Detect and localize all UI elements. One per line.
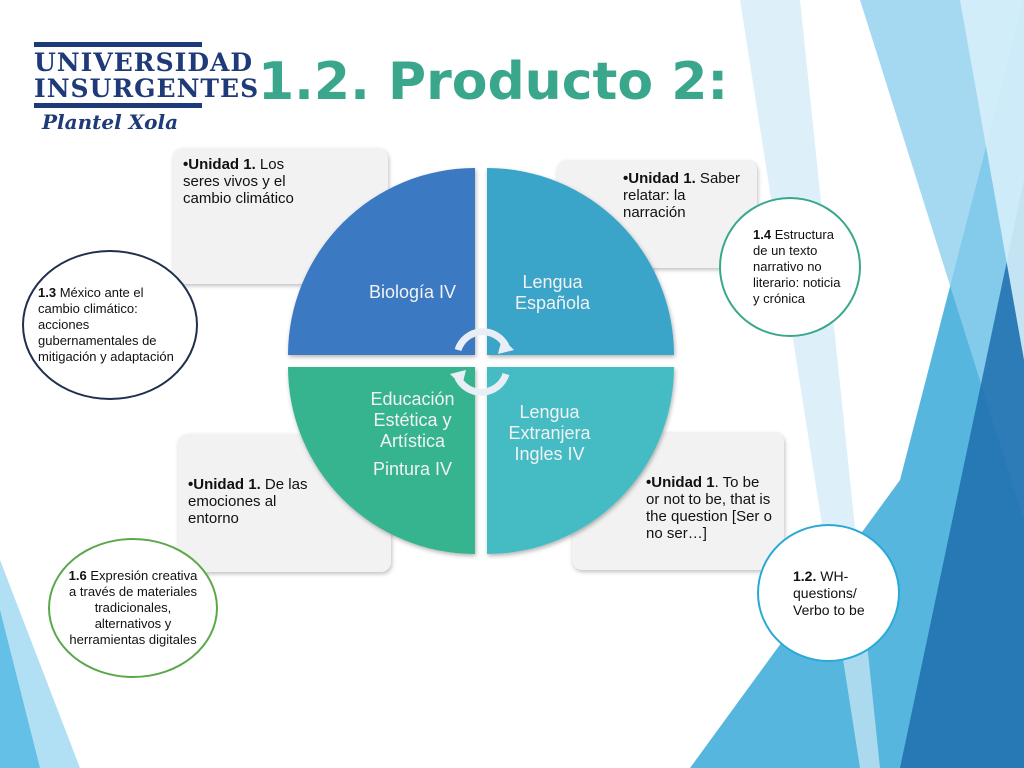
quadrant-educacion	[288, 367, 475, 554]
label-lengua-espanola-line2: Española	[514, 293, 591, 313]
box-educacion-bold: •Unidad 1.	[188, 476, 261, 493]
logo-rule-top	[34, 42, 202, 47]
circle-1-4-rest: Estructura de un texto narrativo no lite…	[753, 227, 841, 306]
quadrant-lengua-espanola	[487, 168, 674, 355]
box-biologia-bold: •Unidad 1.	[183, 156, 256, 173]
box-educacion-text: •Unidad 1. De las emociones al entorno	[188, 476, 318, 527]
circle-1-2-text: 1.2. WH-questions/ Verbo to be	[793, 568, 876, 619]
circle-1-3: 1.3 México ante el cambio climático: acc…	[22, 250, 198, 400]
circle-1-3-bold: 1.3	[38, 285, 57, 300]
label-lengua-extranjera: Lengua Extranjera Ingles IV	[487, 402, 612, 465]
label-lengua-extranjera-line1: Lengua	[519, 402, 580, 422]
page-title: 1.2. Producto 2:	[258, 52, 729, 112]
circle-1-4: 1.4 Estructura de un texto narrativo no …	[719, 197, 861, 337]
label-educacion-line4: Pintura IV	[372, 459, 453, 479]
label-educacion-line3: Artística	[379, 431, 445, 451]
box-educacion-rest: De las emociones al entorno	[188, 476, 308, 527]
logo-rule-bottom	[34, 103, 202, 108]
circle-1-6-rest: Expresión creativa a través de materiale…	[69, 568, 198, 647]
label-lengua-extranjera-line2: Extranjera	[508, 423, 591, 443]
quadrant-lengua-extranjera	[487, 367, 674, 554]
label-biologia: Biología IV	[368, 282, 457, 302]
logo-text-insurgentes: INSURGENTES	[34, 74, 260, 103]
box-lengua-espanola-bold: •Unidad 1.	[623, 170, 696, 187]
quadrant-diagram	[288, 168, 674, 554]
circle-1-6-text: 1.6 Expresión creativa a través de mater…	[64, 568, 202, 648]
label-educacion: Educación Estética y Artística Pintura I…	[350, 389, 475, 480]
quadrant-biologia	[288, 168, 475, 355]
box-lengua-espanola-text: •Unidad 1. Saber relatar: la narración	[623, 170, 747, 221]
box-lengua-extranjera-bold: •Unidad 1	[646, 474, 715, 491]
circle-1-6: 1.6 Expresión creativa a través de mater…	[48, 538, 218, 678]
label-educacion-line2: Estética y	[373, 410, 452, 430]
logo-text-plantel: Plantel Xola	[42, 110, 179, 134]
circle-1-4-text: 1.4 Estructura de un texto narrativo no …	[753, 227, 847, 307]
circle-1-6-bold: 1.6	[68, 568, 87, 583]
label-educacion-line1: Educación	[370, 389, 455, 409]
circle-1-4-bold: 1.4	[753, 227, 772, 242]
circle-1-2: 1.2. WH-questions/ Verbo to be	[757, 524, 900, 662]
box-lengua-extranjera-rest: . To be or not to be, that is the questi…	[646, 474, 772, 542]
label-lengua-extranjera-line3: Ingles IV	[514, 444, 585, 464]
label-lengua-espanola-line1: Lengua	[522, 272, 583, 292]
circle-1-2-rest: WH-questions/ Verbo to be	[793, 567, 865, 618]
box-biologia-text: •Unidad 1. Los seres vivos y el cambio c…	[183, 156, 313, 207]
logo-text-universidad: UNIVERSIDAD	[34, 48, 254, 77]
circle-1-3-text: 1.3 México ante el cambio climático: acc…	[38, 285, 188, 365]
circle-1-3-rest: México ante el cambio climático: accione…	[38, 285, 174, 364]
box-lengua-extranjera-text: •Unidad 1. To be or not to be, that is t…	[646, 474, 776, 542]
box-biologia-rest: Los seres vivos y el cambio climático	[183, 156, 294, 207]
label-lengua-espanola: Lengua Española	[490, 272, 615, 314]
box-lengua-espanola-rest: Saber relatar: la narración	[623, 170, 740, 221]
circular-arrows-icon	[450, 328, 514, 396]
circle-1-2-bold: 1.2.	[793, 567, 817, 584]
box-biologia: •Unidad 1. Los seres vivos y el cambio c…	[173, 148, 388, 284]
